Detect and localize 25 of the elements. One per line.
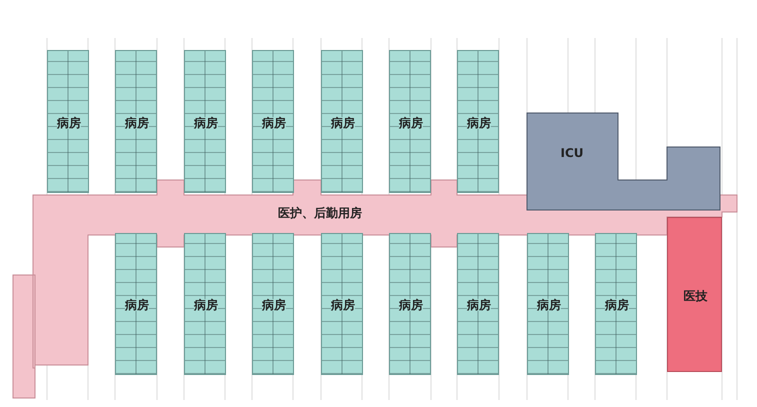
service-wing-label: 医护、后勤用房 — [278, 207, 362, 219]
ward-block — [389, 50, 431, 193]
icu-label: ICU — [560, 147, 584, 159]
ward-label: 病房 — [399, 299, 423, 311]
ward-label: 病房 — [331, 299, 355, 311]
ward-label: 病房 — [399, 116, 423, 128]
medical-tech-label: 医技 — [684, 290, 708, 302]
ward-label: 病房 — [125, 116, 149, 128]
ward-label: 病房 — [467, 299, 491, 311]
ward-label: 病房 — [467, 116, 491, 128]
ward-block — [252, 50, 294, 193]
ward-label: 病房 — [605, 299, 629, 311]
ward-label: 病房 — [537, 299, 561, 311]
ward-label: 病房 — [194, 299, 218, 311]
ward-label: 病房 — [331, 116, 355, 128]
ward-block — [457, 50, 499, 193]
ward-block — [184, 50, 226, 193]
ward-label: 病房 — [262, 116, 286, 128]
ward-label: 病房 — [125, 299, 149, 311]
ward-block — [47, 50, 89, 193]
ward-label: 病房 — [262, 299, 286, 311]
ward-label: 病房 — [194, 116, 218, 128]
ward-label: 病房 — [57, 116, 81, 128]
ward-block — [321, 50, 363, 193]
ward-block — [115, 50, 157, 193]
